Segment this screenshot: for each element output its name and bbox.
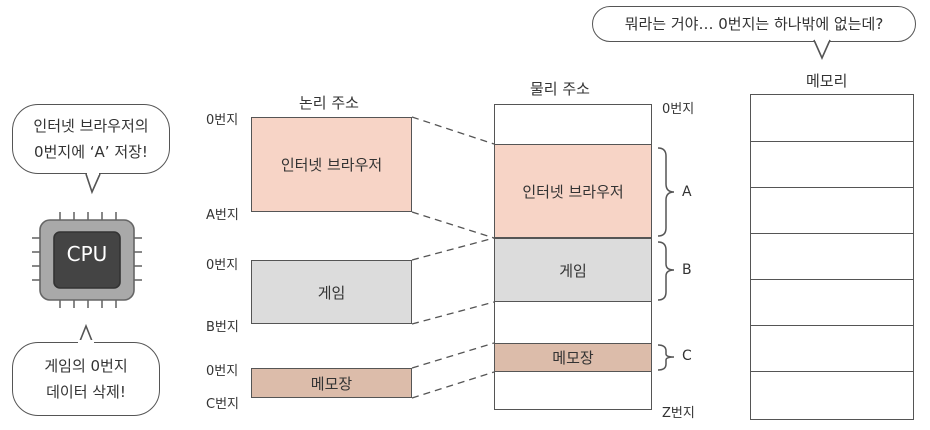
physical-block-browser: 인터넷 브라우저 [494,144,652,238]
brace-label-b: B [682,262,692,278]
physical-block-browser-label: 인터넷 브라우저 [522,182,624,201]
memory-cell-divider [751,371,913,372]
cpu-bottom-line1: 게임의 0번지 [44,357,128,375]
logical-game-start: 0번지 [206,258,239,273]
logical-memo-start: 0번지 [206,364,239,379]
cpu-label: CPU [66,242,108,266]
physical-end: Z번지 [662,406,695,421]
memory-cell-divider [751,187,913,188]
logical-browser-start: 0번지 [206,113,239,128]
memory-cell-divider [751,325,913,326]
brace-a [657,147,675,237]
logical-browser-end: A번지 [206,208,239,223]
map-line-game-bottom [411,301,495,325]
map-line-browser-bottom [411,211,495,239]
map-line-browser-top [411,116,495,145]
logical-memo-end: C번지 [206,397,239,412]
cpu-bottom-line2: 데이터 삭제! [46,383,126,401]
speech-bubble-top: 뭐라는 거야… 0번지는 하나밖에 없는데? [592,6,916,42]
memory-cell-divider [751,279,913,280]
memory-grid [750,94,914,420]
logical-block-browser-label: 인터넷 브라우저 [280,156,383,174]
speech-bubble-top-tail [813,38,831,60]
physical-block-game: 게임 [494,238,652,302]
speech-bubble-cpu-top-tail [85,172,101,195]
cpu-top-line1: 인터넷 브라우저의 [33,117,149,135]
cpu-top-line2: 0번지에 ‘A’ 저장! [34,143,148,161]
map-line-game-top [411,237,495,261]
speech-bubble-cpu-bottom-tail-cover [78,340,94,346]
logical-title: 논리 주소 [299,94,359,112]
physical-title: 물리 주소 [530,80,590,98]
logical-block-game: 게임 [251,260,412,324]
memory-cell-divider [751,233,913,234]
cpu-chip-icon [32,212,142,308]
logical-block-memo-label: 메모장 [310,374,353,393]
memory-cell-divider [751,141,913,142]
physical-block-game-label: 게임 [559,261,587,280]
logical-block-browser: 인터넷 브라우저 [251,117,412,212]
brace-label-c: C [682,348,692,364]
brace-label-a: A [682,184,692,200]
speech-bubble-cpu-top: 인터넷 브라우저의 0번지에 ‘A’ 저장! [12,104,170,174]
physical-start: 0번지 [662,102,695,117]
logical-block-memo: 메모장 [251,368,412,398]
physical-block-memo-label: 메모장 [552,349,594,367]
map-line-memo-bottom [411,371,495,399]
logical-block-game-label: 게임 [317,283,346,302]
brace-b [657,241,675,301]
brace-c [657,344,675,371]
cpu-chip: CPU [30,210,144,310]
physical-block-memo: 메모장 [494,343,652,372]
speech-bubble-top-text: 뭐라는 거야… 0번지는 하나밖에 없는데? [624,15,884,33]
map-line-memo-top [411,342,495,369]
memory-title: 메모리 [806,72,848,90]
logical-game-end: B번지 [206,320,239,335]
